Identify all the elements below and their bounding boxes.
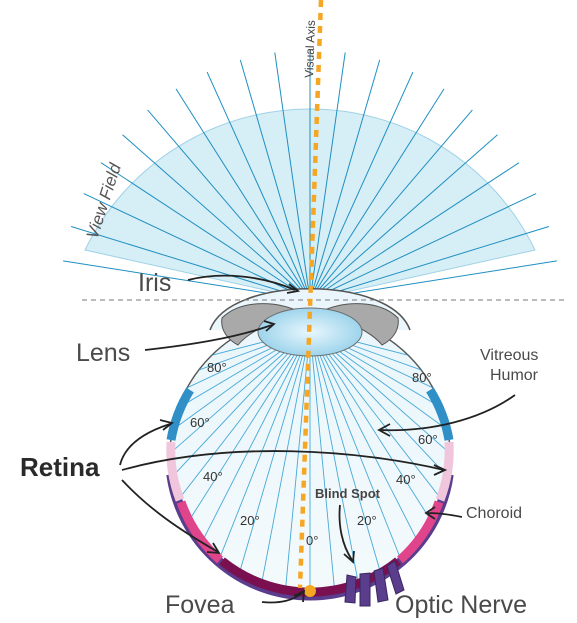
angle-marker-left-20: 20° — [240, 513, 260, 528]
angle-marker-left-60: 60° — [190, 415, 210, 430]
angle-marker-center-0: 0° — [306, 533, 318, 548]
angle-marker-left-80: 80° — [207, 360, 227, 375]
angle-marker-right-40: 40° — [396, 472, 416, 487]
lens-label: Lens — [76, 339, 130, 367]
fovea-label: Fovea — [165, 591, 235, 619]
visual-axis-label: Visual Axis — [302, 20, 318, 78]
iris-label: Iris — [138, 269, 171, 297]
choroid-label: Choroid — [466, 505, 522, 522]
retina-pointer-top — [120, 424, 170, 465]
optic-nerve-label: Optic Nerve — [395, 591, 527, 619]
angle-marker-left-40: 40° — [203, 469, 223, 484]
angle-marker-right-20: 20° — [357, 513, 377, 528]
retina-label: Retina — [20, 452, 100, 482]
blind-spot-label: Blind Spot — [315, 486, 381, 501]
angle-marker-right-80: 80° — [412, 370, 432, 385]
fovea-spot — [304, 585, 316, 597]
vitreous-humor-label-line2: Humor — [490, 367, 539, 384]
angle-marker-right-60: 60° — [418, 432, 438, 447]
vitreous-humor-label-line1: Vitreous — [480, 347, 538, 364]
